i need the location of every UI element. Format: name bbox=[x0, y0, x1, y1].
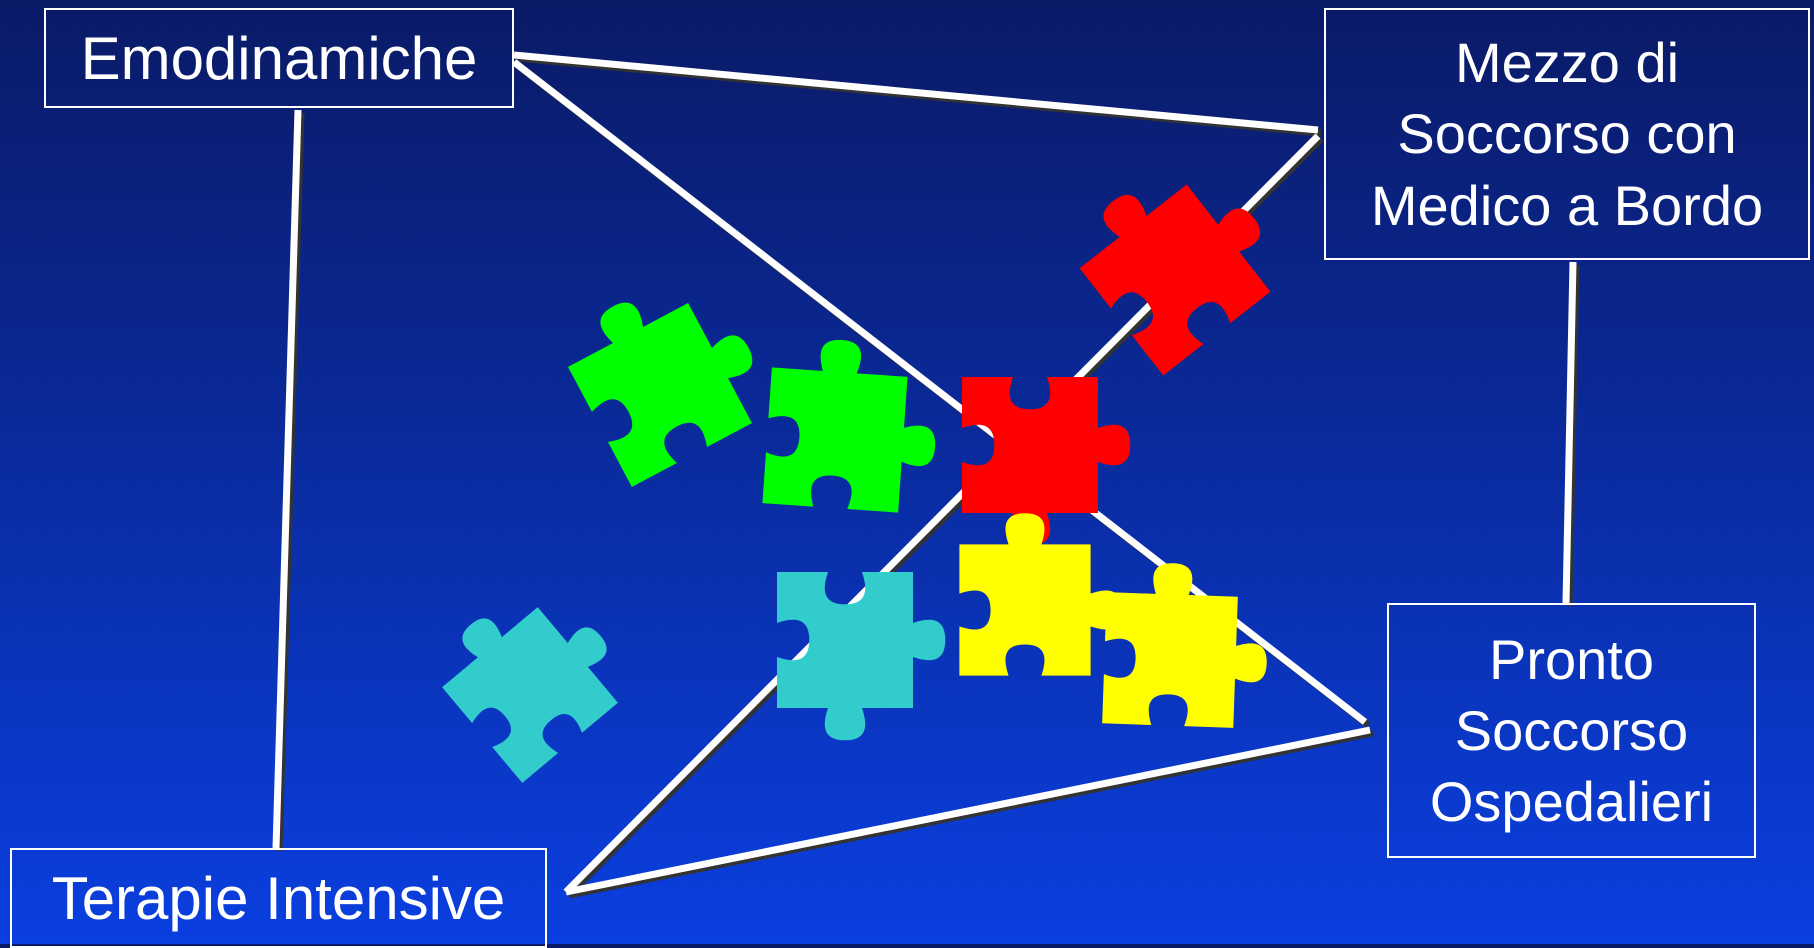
yellow-puzzle-piece bbox=[1102, 561, 1270, 729]
terapie-intensive-label: Terapie Intensive bbox=[52, 864, 506, 933]
emodinamiche-label: Emodinamiche bbox=[81, 24, 478, 93]
pronto-soccorso-label: Pronto Soccorso Ospedalieri bbox=[1430, 624, 1713, 837]
red-puzzle-piece bbox=[1060, 139, 1296, 375]
line-emodinamiche-mezzo bbox=[514, 55, 1318, 130]
emodinamiche-box: Emodinamiche bbox=[44, 8, 514, 108]
mezzo-di-soccorso-label: Mezzo di Soccorso con Medico a Bordo bbox=[1371, 27, 1763, 240]
line-terapie-pronto bbox=[566, 730, 1370, 892]
puzzle-pieces bbox=[423, 139, 1296, 783]
terapie-intensive-box: Terapie Intensive bbox=[10, 848, 547, 948]
pronto-soccorso-box: Pronto Soccorso Ospedalieri bbox=[1387, 603, 1756, 858]
green-puzzle-piece bbox=[553, 259, 781, 487]
line-emodinamiche-terapie bbox=[276, 110, 298, 848]
green-puzzle-piece bbox=[762, 335, 942, 515]
yellow-puzzle-piece bbox=[959, 513, 1121, 675]
cyan-puzzle-piece bbox=[423, 565, 641, 783]
mezzo-di-soccorso-box: Mezzo di Soccorso con Medico a Bordo bbox=[1324, 8, 1810, 260]
